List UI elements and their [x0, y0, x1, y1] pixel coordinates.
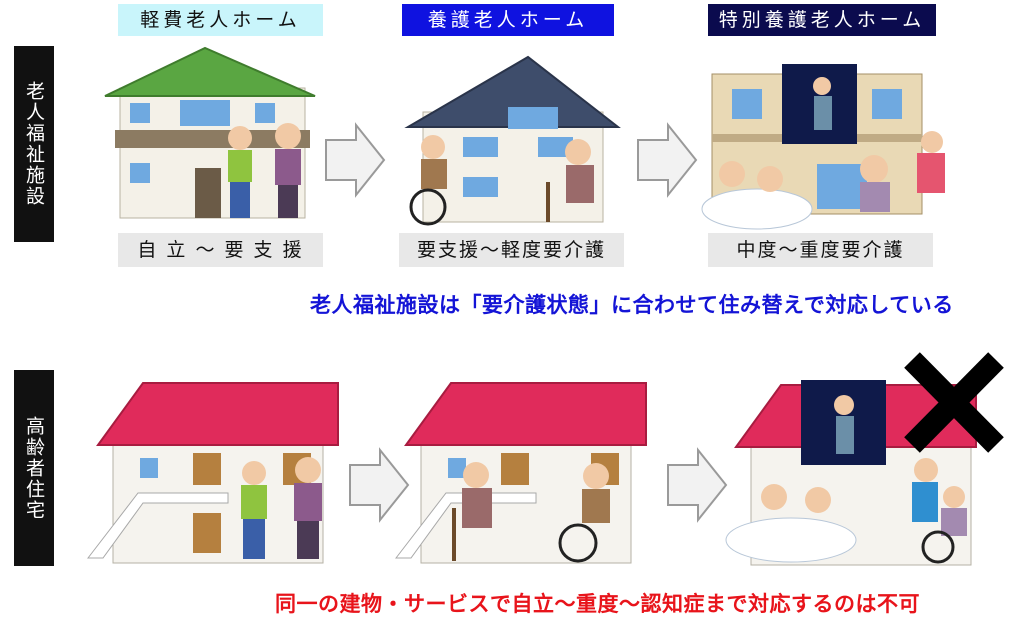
- keihi-home-illustration: [104, 46, 316, 219]
- facility-title-tokuyo: 特別養護老人ホーム: [708, 4, 936, 36]
- welfare-caption: 老人福祉施設は「要介護状態」に合わせて住み替えで対応している: [310, 293, 954, 317]
- right-arrow-icon: [637, 122, 698, 198]
- facility-title-yogo: 養護老人ホーム: [402, 4, 614, 36]
- housing-section-label: 高齢者住宅: [14, 370, 54, 566]
- care-level-keihi: 自 立 〜 要 支 援: [118, 233, 323, 267]
- elderly-housing-illustration-1: [86, 382, 339, 564]
- housing-caption: 同一の建物・サービスで自立〜重度〜認知症まで対応するのは不可: [275, 592, 920, 616]
- facility-title-keihi: 軽費老人ホーム: [118, 4, 323, 36]
- welfare-section-label: 老人福祉施設: [14, 46, 54, 242]
- right-arrow-icon: [325, 122, 386, 198]
- care-level-tokuyo: 中度〜重度要介護: [708, 233, 933, 267]
- care-level-yogo: 要支援〜軽度要介護: [399, 233, 624, 267]
- welfare-section-label-text: 老人福祉施設: [23, 81, 45, 207]
- tokuyo-home-illustration: [701, 64, 945, 230]
- elderly-housing-illustration-3: [725, 380, 977, 566]
- right-arrow-icon: [349, 447, 410, 523]
- housing-section-label-text: 高齢者住宅: [23, 415, 45, 521]
- elderly-housing-illustration-2: [394, 382, 647, 564]
- right-arrow-icon: [667, 447, 728, 523]
- cross-mark-icon: [904, 352, 1004, 453]
- yogo-home-illustration: [404, 55, 621, 226]
